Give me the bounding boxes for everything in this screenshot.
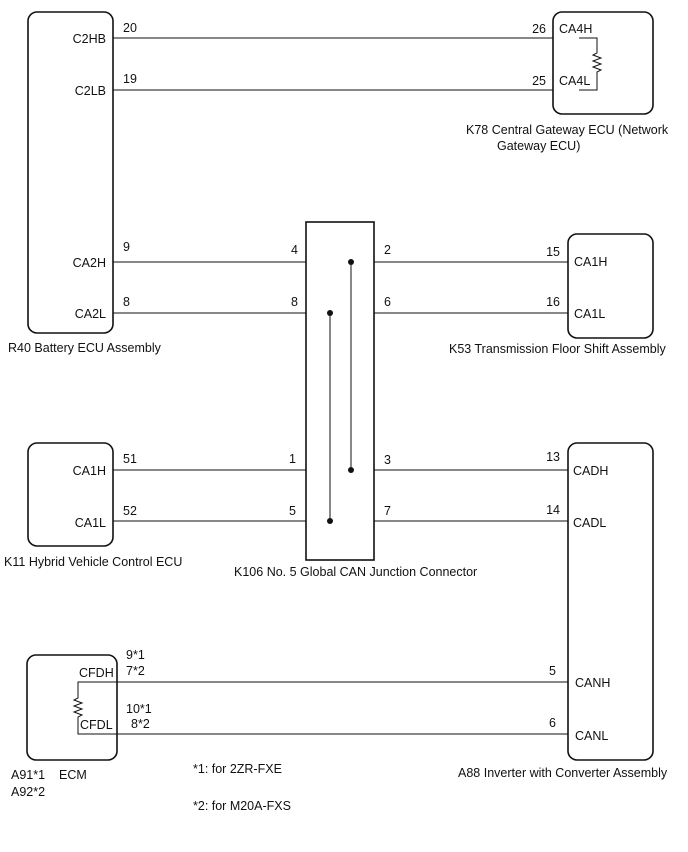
k106-pinno-5: 5 bbox=[289, 504, 296, 518]
footnote-1: *1: for 2ZR-FXE bbox=[193, 762, 282, 776]
k53-transmission-floor-shift: CA1H CA1L 15 16 K53 Transmission Floor S… bbox=[449, 233, 667, 356]
ecm-ref-a92: A92*2 bbox=[11, 785, 45, 799]
k11-pinno-52: 52 bbox=[123, 504, 137, 518]
k11-box bbox=[27, 442, 114, 547]
k53-pin-ca1l: CA1L bbox=[574, 307, 605, 321]
k78-pinno-26: 26 bbox=[532, 22, 546, 36]
ecm-pinno-8: 8*2 bbox=[131, 717, 150, 731]
k106-box bbox=[305, 221, 375, 561]
r40-pin-ca2h: CA2H bbox=[73, 256, 106, 270]
k53-box bbox=[567, 233, 654, 339]
a88-pinno-6: 6 bbox=[549, 716, 556, 730]
r40-pin-c2hb: C2HB bbox=[73, 32, 106, 46]
r40-pin-ca2l: CA2L bbox=[75, 307, 106, 321]
ecm-pinno-9: 9*1 bbox=[126, 648, 145, 662]
k78-termination-resistor-icon bbox=[579, 37, 603, 91]
a88-pin-cadh: CADH bbox=[573, 464, 608, 478]
r40-battery-ecu: C2HB C2LB CA2H CA2L 20 19 9 8 R40 Batter… bbox=[8, 11, 162, 355]
ecm-name: ECM bbox=[59, 768, 87, 782]
r40-pinno-19: 19 bbox=[123, 72, 137, 86]
k106-label: K106 No. 5 Global CAN Junction Connector bbox=[234, 565, 477, 579]
k78-pin-ca4l: CA4L bbox=[559, 74, 590, 88]
ecm-pin-cfdl: CFDL bbox=[80, 718, 113, 732]
r40-pinno-9: 9 bbox=[123, 240, 130, 254]
k11-pin-ca1h: CA1H bbox=[73, 464, 106, 478]
k78-label-line2: Gateway ECU) bbox=[497, 139, 580, 153]
k11-hybrid-vehicle-control-ecu: CA1H CA1L 51 52 K11 Hybrid Vehicle Contr… bbox=[4, 442, 182, 569]
splice-dot bbox=[327, 518, 333, 524]
k11-label: K11 Hybrid Vehicle Control ECU bbox=[4, 555, 182, 569]
k53-pin-ca1h: CA1H bbox=[574, 255, 607, 269]
footnotes: *1: for 2ZR-FXE *2: for M20A-FXS bbox=[193, 762, 291, 813]
ecm-pin-cfdh: CFDH bbox=[79, 666, 114, 680]
k78-label-line1: K78 Central Gateway ECU (Network bbox=[466, 123, 669, 137]
r40-pinno-8: 8 bbox=[123, 295, 130, 309]
a88-label: A88 Inverter with Converter Assembly bbox=[458, 766, 668, 780]
a88-pin-canl: CANL bbox=[575, 729, 608, 743]
k106-junction-connector: 4 8 2 6 1 5 3 7 K106 No. 5 Global CAN Ju… bbox=[234, 221, 477, 579]
r40-label: R40 Battery ECU Assembly bbox=[8, 341, 162, 355]
r40-pin-c2lb: C2LB bbox=[75, 84, 106, 98]
k11-pin-ca1l: CA1L bbox=[75, 516, 106, 530]
splice-dot bbox=[348, 467, 354, 473]
k106-pinno-1: 1 bbox=[289, 452, 296, 466]
a88-inverter-with-converter: CADH CADL CANH CANL 13 14 5 6 A88 Invert… bbox=[458, 442, 668, 780]
k53-pinno-15: 15 bbox=[546, 245, 560, 259]
a88-box bbox=[567, 442, 654, 761]
ecm: CFDH CFDL 9*1 7*2 10*1 8*2 A91*1 ECM A92… bbox=[11, 648, 152, 799]
k11-pinno-51: 51 bbox=[123, 452, 137, 466]
k106-pinno-3: 3 bbox=[384, 453, 391, 467]
k78-central-gateway-ecu: CA4H CA4L 26 25 K78 Central Gateway ECU … bbox=[466, 11, 669, 153]
k106-pinno-2: 2 bbox=[384, 243, 391, 257]
r40-pinno-20: 20 bbox=[123, 21, 137, 35]
k78-box bbox=[552, 11, 654, 115]
footnote-2: *2: for M20A-FXS bbox=[193, 799, 291, 813]
a88-pinno-13: 13 bbox=[546, 450, 560, 464]
ecm-ref-a91: A91*1 bbox=[11, 768, 45, 782]
ecm-pinno-7: 7*2 bbox=[126, 664, 145, 678]
a88-pin-cadl: CADL bbox=[573, 516, 606, 530]
k106-pinno-7: 7 bbox=[384, 504, 391, 518]
k106-pinno-4: 4 bbox=[291, 243, 298, 257]
a88-pin-canh: CANH bbox=[575, 676, 610, 690]
splice-dot bbox=[348, 259, 354, 265]
k78-pin-ca4h: CA4H bbox=[559, 22, 592, 36]
k106-pinno-6: 6 bbox=[384, 295, 391, 309]
k78-pinno-25: 25 bbox=[532, 74, 546, 88]
a88-pinno-5: 5 bbox=[549, 664, 556, 678]
a88-pinno-14: 14 bbox=[546, 503, 560, 517]
k53-pinno-16: 16 bbox=[546, 295, 560, 309]
r40-box bbox=[27, 11, 114, 334]
ecm-termination-resistor-icon bbox=[72, 681, 117, 735]
k106-pinno-8: 8 bbox=[291, 295, 298, 309]
ecm-pinno-10: 10*1 bbox=[126, 702, 152, 716]
splice-dot bbox=[327, 310, 333, 316]
k53-label: K53 Transmission Floor Shift Assembly bbox=[449, 342, 667, 356]
